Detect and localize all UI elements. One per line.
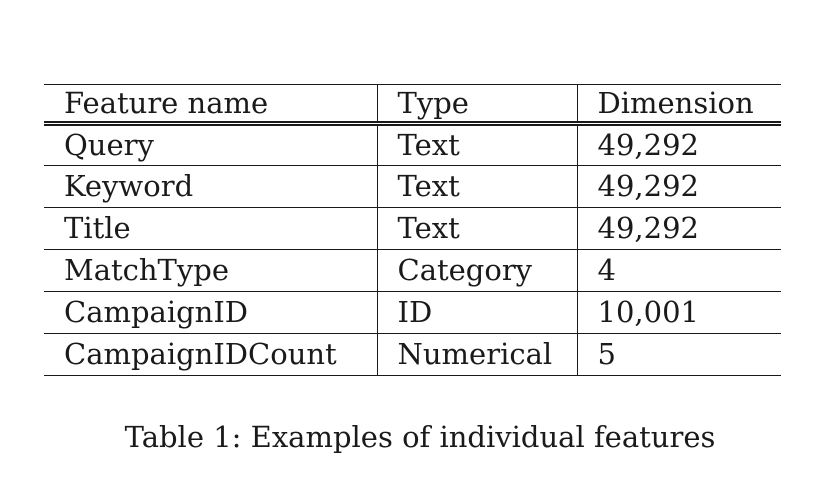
cell-feature-name: CampaignID <box>44 291 377 334</box>
feature-table: Feature name Type Dimension Query Text 4… <box>44 84 781 376</box>
cell-feature-name: Title <box>44 207 377 250</box>
cell-dimension: 49,292 <box>576 165 781 208</box>
cell-type: Text <box>376 165 577 208</box>
cell-dimension: 49,292 <box>576 207 781 250</box>
cell-feature-name: Query <box>44 123 377 166</box>
cell-dimension: 5 <box>576 333 781 376</box>
table-row: Query Text 49,292 <box>44 123 781 166</box>
table-body: Query Text 49,292 Keyword Text 49,292 Ti… <box>44 123 781 376</box>
table-caption: Table 1: Examples of individual features <box>124 420 716 454</box>
cell-type: Text <box>376 207 577 250</box>
cell-feature-name: Keyword <box>44 165 377 208</box>
table-row: MatchType Category 4 <box>44 249 781 292</box>
header-feature-name: Feature name <box>44 84 377 126</box>
cell-type: Category <box>376 249 577 292</box>
table-header: Feature name Type Dimension <box>44 84 781 126</box>
cell-dimension: 10,001 <box>576 291 781 334</box>
header-row: Feature name Type Dimension <box>44 84 781 126</box>
table-row: CampaignIDCount Numerical 5 <box>44 333 781 376</box>
cell-type: Numerical <box>376 333 577 376</box>
table-row: Keyword Text 49,292 <box>44 165 781 208</box>
cell-dimension: 4 <box>576 249 781 292</box>
table-row: CampaignID ID 10,001 <box>44 291 781 334</box>
cell-feature-name: MatchType <box>44 249 377 292</box>
cell-feature-name: CampaignIDCount <box>44 333 377 376</box>
table-row: Title Text 49,292 <box>44 207 781 250</box>
cell-type: Text <box>376 123 577 166</box>
cell-type: ID <box>376 291 577 334</box>
header-type: Type <box>376 84 577 126</box>
header-dimension: Dimension <box>576 84 781 126</box>
cell-dimension: 49,292 <box>576 123 781 166</box>
